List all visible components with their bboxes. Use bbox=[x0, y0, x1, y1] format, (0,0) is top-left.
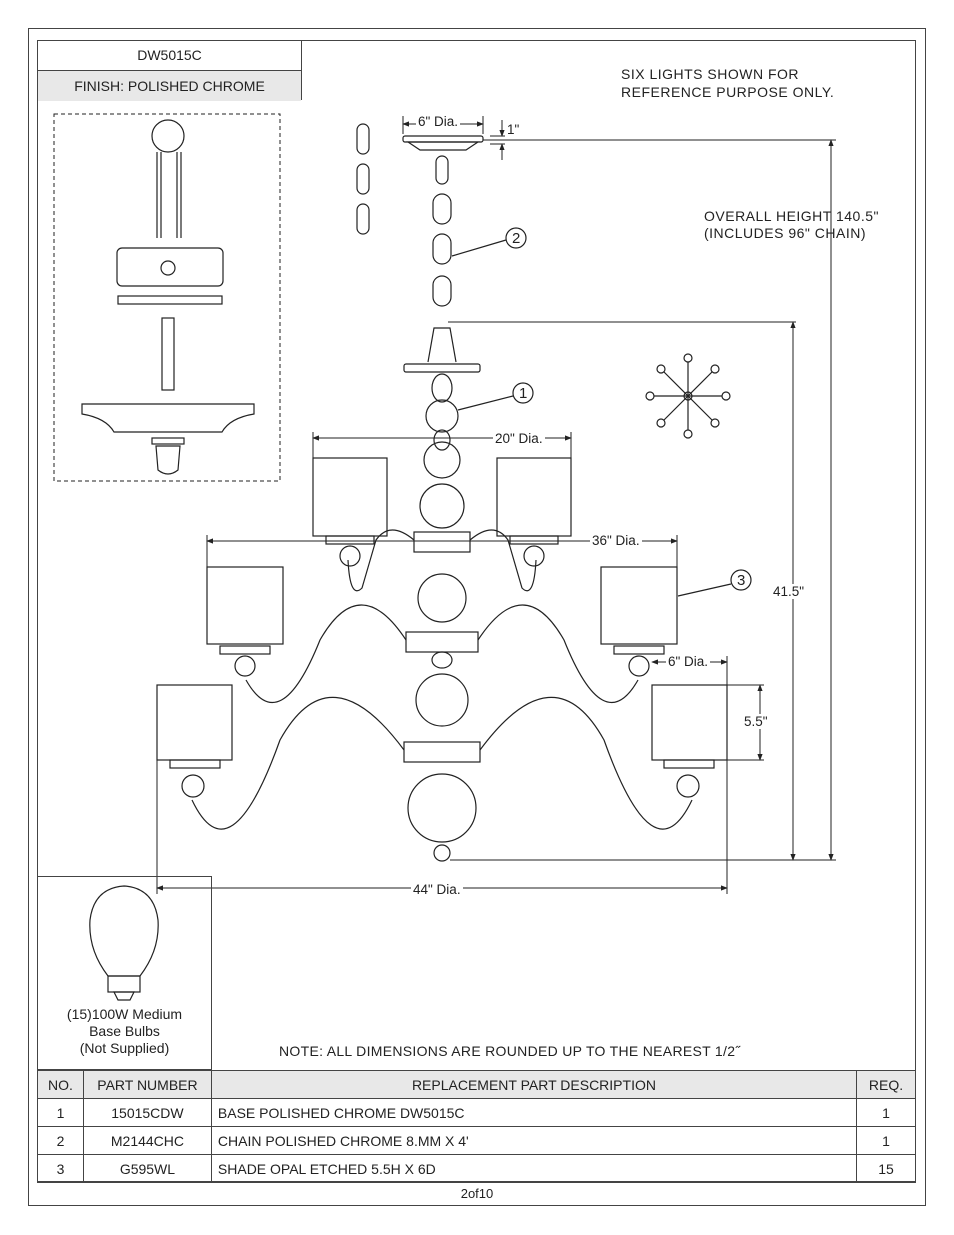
row-desc: CHAIN POLISHED CHROME 8.MM X 4' bbox=[210, 1126, 858, 1155]
overall-height-line2: (INCLUDES 96" CHAIN) bbox=[704, 225, 866, 241]
shade-dia-label: 6" Dia. bbox=[666, 654, 711, 669]
row-part: M2144CHC bbox=[82, 1126, 212, 1155]
bulb-legend-box bbox=[37, 876, 212, 1070]
bulb-line1: (15)100W Medium bbox=[66, 1006, 183, 1022]
header-description: REPLACEMENT PART DESCRIPTION bbox=[210, 1070, 858, 1099]
row-desc: BASE POLISHED CHROME DW5015C bbox=[210, 1098, 858, 1127]
reference-note-line1: SIX LIGHTS SHOWN FOR bbox=[621, 66, 800, 82]
callout-2: 2 bbox=[512, 230, 521, 247]
table-row: 2 M2144CHC CHAIN POLISHED CHROME 8.MM X … bbox=[37, 1126, 916, 1155]
bulb-line3: (Not Supplied) bbox=[79, 1040, 170, 1056]
row-no: 2 bbox=[37, 1126, 84, 1155]
header-no: NO. bbox=[37, 1070, 84, 1099]
canopy-height-label: 1" bbox=[505, 122, 522, 137]
bulb-legend-text: (15)100W Medium Base Bulbs (Not Supplied… bbox=[37, 1006, 212, 1057]
body-height-label: 41.5" bbox=[771, 584, 807, 599]
canopy-dia-label: 6" Dia. bbox=[416, 114, 461, 129]
tier1-dia-label: 20" Dia. bbox=[493, 431, 545, 446]
page-number: 2of10 bbox=[460, 1186, 494, 1201]
outer-frame bbox=[28, 28, 926, 1206]
header-req: REQ. bbox=[856, 1070, 916, 1099]
tier2-dia-label: 36" Dia. bbox=[590, 533, 642, 548]
model-number: DW5015C bbox=[38, 41, 301, 71]
row-desc: SHADE OPAL ETCHED 5.5H X 6D bbox=[210, 1154, 858, 1183]
parts-table-header: NO. PART NUMBER REPLACEMENT PART DESCRIP… bbox=[37, 1070, 916, 1099]
row-req: 1 bbox=[856, 1126, 916, 1155]
row-req: 1 bbox=[856, 1098, 916, 1127]
row-part: G595WL bbox=[82, 1154, 212, 1183]
row-part: 15015CDW bbox=[82, 1098, 212, 1127]
callout-3: 3 bbox=[737, 572, 746, 589]
row-req: 15 bbox=[856, 1154, 916, 1183]
model-box: DW5015C FINISH: POLISHED CHROME bbox=[37, 40, 302, 101]
rounding-note: NOTE: ALL DIMENSIONS ARE ROUNDED UP TO T… bbox=[279, 1043, 741, 1059]
header-part-number: PART NUMBER bbox=[82, 1070, 212, 1099]
table-row: 3 G595WL SHADE OPAL ETCHED 5.5H X 6D 15 bbox=[37, 1154, 916, 1183]
parts-table: NO. PART NUMBER REPLACEMENT PART DESCRIP… bbox=[37, 1070, 916, 1183]
finish-label: FINISH: POLISHED CHROME bbox=[38, 71, 301, 101]
row-no: 3 bbox=[37, 1154, 84, 1183]
callout-1: 1 bbox=[519, 385, 528, 402]
row-no: 1 bbox=[37, 1098, 84, 1127]
shade-height-label: 5.5" bbox=[742, 714, 770, 729]
table-row: 1 15015CDW BASE POLISHED CHROME DW5015C … bbox=[37, 1098, 916, 1127]
overall-dia-label: 44" Dia. bbox=[411, 882, 463, 897]
reference-note-line2: REFERENCE PURPOSE ONLY. bbox=[621, 84, 835, 100]
bulb-line2: Base Bulbs bbox=[89, 1023, 160, 1039]
overall-height-line1: OVERALL HEIGHT 140.5" bbox=[704, 208, 879, 224]
